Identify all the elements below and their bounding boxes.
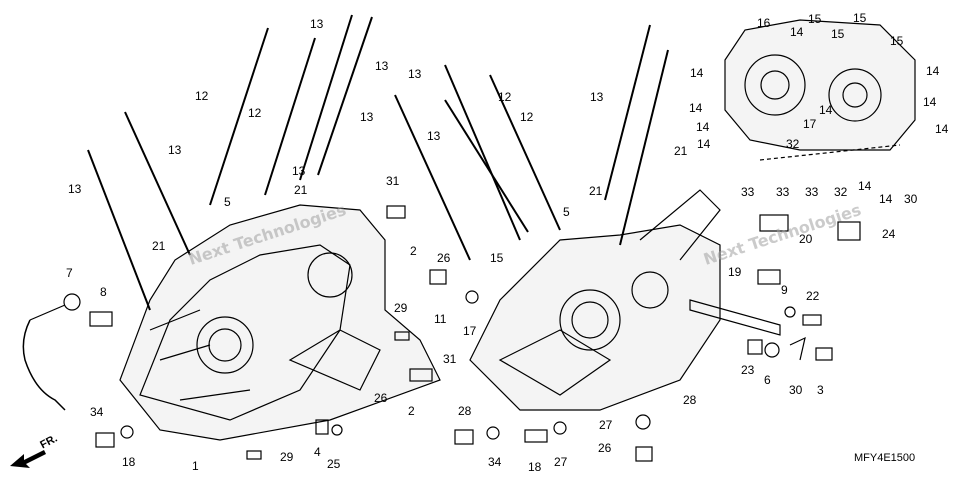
callout: 9: [781, 283, 788, 297]
callout: 24: [882, 227, 896, 241]
callout: 14: [689, 101, 703, 115]
callout: 12: [248, 106, 262, 120]
callout: 14: [819, 103, 833, 117]
callout: 13: [427, 129, 441, 143]
callout: 25: [327, 457, 341, 471]
callout: 15: [490, 251, 504, 265]
callout: 17: [803, 117, 817, 131]
callout: 31: [386, 174, 400, 188]
callout: 26: [598, 441, 612, 455]
callout: 5: [563, 205, 570, 219]
callout: 11: [434, 312, 447, 326]
studs: [87, 14, 669, 311]
small-parts: [22, 205, 861, 462]
callout: 5: [224, 195, 231, 209]
callout: 13: [292, 164, 306, 178]
callout: 14: [879, 192, 893, 206]
callout: 31: [443, 352, 457, 366]
callout: 15: [890, 34, 904, 48]
callout: 12: [195, 89, 209, 103]
callout: 2: [410, 244, 417, 258]
callout: 15: [853, 11, 867, 25]
callout: 18: [122, 455, 136, 469]
callout: 22: [806, 289, 820, 303]
callout: 14: [690, 66, 704, 80]
callout: 13: [68, 182, 82, 196]
callout: 34: [488, 455, 502, 469]
callout: 2: [408, 404, 415, 418]
crankcase-cover: [724, 19, 916, 151]
callout: 12: [520, 110, 534, 124]
callout: 21: [294, 183, 308, 197]
callout: 32: [786, 137, 800, 151]
callout: 27: [599, 418, 613, 432]
callout: 17: [463, 324, 477, 338]
callout: 28: [458, 404, 472, 418]
callout: 29: [394, 301, 408, 315]
callout: 4: [314, 445, 321, 459]
callout: 14: [790, 25, 804, 39]
callout: 14: [697, 137, 711, 151]
callout: 16: [757, 16, 771, 30]
callout: 1: [192, 459, 199, 473]
callout: 29: [280, 450, 294, 464]
callout: 33: [741, 185, 755, 199]
callout: 21: [589, 184, 603, 198]
callout: 13: [375, 59, 389, 73]
callout: 19: [728, 265, 742, 279]
callout: 27: [554, 455, 568, 469]
callout: 28: [683, 393, 697, 407]
callout: 15: [808, 12, 822, 26]
callout: 13: [310, 17, 324, 31]
callout: 6: [764, 373, 771, 387]
callout: 3: [817, 383, 824, 397]
callout: 21: [152, 239, 166, 253]
callout: 14: [935, 122, 949, 136]
diagram-code: MFY4E1500: [854, 452, 916, 464]
callout: 21: [674, 144, 688, 158]
callout: 14: [923, 95, 937, 109]
callout: 33: [776, 185, 790, 199]
callout: 14: [926, 64, 940, 78]
right-crankcase: [469, 189, 721, 411]
callout: 33: [805, 185, 819, 199]
callout: 14: [696, 120, 710, 134]
callout: 13: [590, 90, 604, 104]
cover-gasket-line: [759, 144, 901, 161]
callout: 34: [90, 405, 104, 419]
callout: 18: [528, 460, 542, 474]
callout: 32: [834, 185, 848, 199]
callout: 8: [100, 285, 107, 299]
arrow-icon: [10, 450, 46, 468]
callout: 26: [437, 251, 451, 265]
callout: 30: [904, 192, 918, 206]
callout: 13: [360, 110, 374, 124]
callout: 15: [831, 27, 845, 41]
callout: 26: [374, 391, 388, 405]
callout: 12: [498, 90, 512, 104]
callout: 14: [858, 179, 872, 193]
callout: 30: [789, 383, 803, 397]
callout: 13: [408, 67, 422, 81]
callout: 7: [66, 266, 73, 280]
callout: 13: [168, 143, 182, 157]
front-direction-arrow: [10, 450, 46, 468]
callout: 23: [741, 363, 755, 377]
left-crankcase: [119, 204, 441, 441]
callout: 20: [799, 232, 813, 246]
